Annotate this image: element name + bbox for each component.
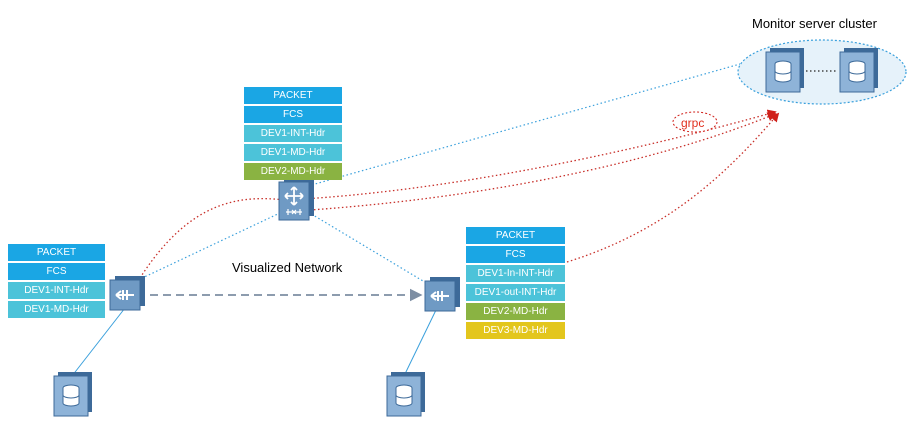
grpc-label: grpc bbox=[681, 116, 705, 130]
server-icon bbox=[765, 48, 804, 93]
packet-header-cell: DEV1-INT-Hdr bbox=[8, 282, 105, 299]
packet-header-cell: DEV2-MD-Hdr bbox=[244, 163, 342, 180]
packet-header-cell: PACKET bbox=[8, 244, 105, 261]
packet-header-cell: FCS bbox=[8, 263, 105, 280]
grpc-badge bbox=[672, 111, 718, 133]
packet-header-cell: DEV3-MD-Hdr bbox=[466, 322, 565, 339]
link-router-cluster bbox=[307, 63, 741, 187]
switch-icon bbox=[109, 276, 145, 311]
cluster-title: Monitor server cluster bbox=[752, 16, 877, 31]
network-label: Visualized Network bbox=[232, 260, 343, 275]
link-left-switch-server bbox=[71, 307, 126, 377]
packet-header-cell: PACKET bbox=[466, 227, 565, 244]
server-icon bbox=[839, 48, 878, 93]
packet-header-cell: PACKET bbox=[244, 87, 342, 104]
packet-header-cell: DEV1-In-INT-Hdr bbox=[466, 265, 565, 282]
link-right-switch-server bbox=[403, 309, 437, 377]
packet-header-cell: DEV2-MD-Hdr bbox=[466, 303, 565, 320]
packet-header-cell: FCS bbox=[466, 246, 565, 263]
link-router-right-switch bbox=[307, 211, 429, 285]
packet-header-cell: FCS bbox=[244, 106, 342, 123]
switch-icon bbox=[424, 277, 460, 312]
link-left-switch-router bbox=[137, 211, 283, 281]
packet-header-cell: DEV1-MD-Hdr bbox=[244, 144, 342, 161]
server-icon bbox=[53, 372, 92, 417]
packet-header-cell: DEV1-INT-Hdr bbox=[244, 125, 342, 142]
packet-header-cell: DEV1-out-INT-Hdr bbox=[466, 284, 565, 301]
grpc-arrow-right-switch bbox=[566, 112, 780, 263]
packet-header-cell: DEV1-MD-Hdr bbox=[8, 301, 105, 318]
router-icon bbox=[278, 178, 314, 221]
server-cluster-ellipse bbox=[737, 39, 907, 105]
server-icon bbox=[386, 372, 425, 417]
grpc-arrow-left-switch bbox=[139, 109, 777, 279]
